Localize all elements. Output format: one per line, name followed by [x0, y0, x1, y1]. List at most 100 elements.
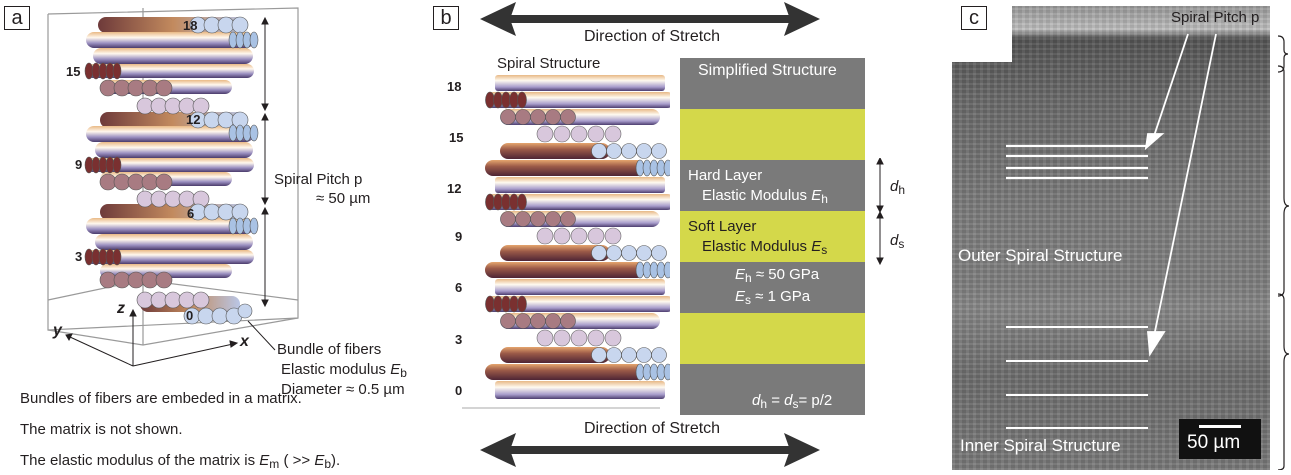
es-sub: s	[745, 293, 752, 307]
fiber-rod	[500, 143, 610, 159]
stretch-label-bottom: Direction of Stretch	[584, 420, 721, 437]
sem-annotations	[1006, 33, 1290, 470]
fiber-end	[636, 245, 652, 261]
layer-number-3: 3	[75, 249, 83, 264]
pitch-pointer-arrows	[1144, 33, 1217, 357]
eh-number: ≈ 50 GPa	[751, 266, 820, 283]
fiber-end	[553, 329, 571, 347]
fiber-end	[517, 193, 527, 211]
fiber-end	[536, 329, 554, 347]
layer-soft-3	[680, 313, 865, 364]
layer-hard-top: Simplified Structure	[680, 58, 865, 109]
b-layer-number-9: 9	[455, 229, 463, 244]
soft-modulus-symbol: E	[811, 238, 822, 255]
fiber-end	[485, 193, 495, 211]
fiber-end	[493, 295, 503, 313]
fiber-ends	[84, 16, 259, 325]
fiber-end	[500, 109, 516, 125]
caption-3-sub2: b	[324, 457, 332, 471]
fiber-end	[606, 245, 622, 261]
hard-modulus-symbol: E	[811, 187, 822, 204]
panel-a-label: a	[4, 6, 30, 30]
fiber-end	[560, 313, 576, 329]
fiber-end	[606, 143, 622, 159]
fiber-end	[509, 295, 519, 313]
fiber-end	[500, 313, 516, 329]
fiber-end	[545, 211, 561, 227]
rel-ds-sub: s	[792, 397, 799, 411]
fiber-end	[636, 347, 652, 363]
fiber-end	[536, 125, 554, 143]
layer-number-18: 18	[183, 18, 198, 33]
caption-3-mid: ( >>	[279, 452, 315, 469]
soft-layer-modulus: Elastic Modulus Es	[702, 238, 827, 257]
bundle-title: Bundle of fibers	[277, 341, 382, 358]
fiber-rod	[485, 160, 645, 176]
fiber-rod	[485, 364, 645, 380]
fiber-end	[604, 329, 622, 347]
stretch-arrows	[480, 2, 820, 467]
hard-modulus-text: Elastic Modulus	[702, 187, 812, 204]
fiber-end	[587, 125, 605, 143]
panel-b-label: b	[433, 6, 459, 30]
fiber-end	[663, 261, 670, 279]
fiber-rod-lengthwise	[495, 177, 665, 193]
b-layer-number-15: 15	[449, 130, 464, 145]
fiber-end	[560, 109, 576, 125]
fiber-end	[485, 295, 495, 313]
es-value: Es ≈ 1 GPa	[735, 288, 810, 307]
layer-soft-1	[680, 109, 865, 160]
ds-label: ds	[890, 232, 904, 251]
fiber-end	[500, 211, 516, 227]
dh-label: dh	[890, 178, 905, 197]
fiber-end	[570, 125, 588, 143]
b-layer-number-12: 12	[447, 181, 462, 196]
fiber-end	[530, 313, 546, 329]
pitch-lines-inner	[1006, 326, 1148, 429]
rel-dh-sub: h	[760, 397, 768, 411]
layer-soft-2: Soft Layer Elastic Modulus Es	[680, 211, 865, 262]
caption-3-symbol: E	[259, 452, 270, 469]
axis-y-label: y	[53, 322, 62, 339]
fiber-end	[591, 143, 607, 159]
ds-sub: s	[898, 237, 905, 251]
bundle-modulus: Elastic modulus Eb	[281, 361, 407, 380]
fiber-end	[517, 295, 527, 313]
caption-3-sub: m	[269, 457, 280, 471]
eh-symbol: E	[735, 266, 746, 283]
fiber-end	[560, 211, 576, 227]
fiber-rod	[485, 296, 670, 312]
fiber-end	[587, 227, 605, 245]
region-braces	[1277, 35, 1290, 470]
layer-hard-2: Hard Layer Elastic Modulus Eh	[680, 160, 865, 211]
ds-symbol: d	[890, 232, 899, 249]
pitch-arrows	[261, 16, 269, 308]
fiber-end	[663, 363, 670, 381]
stretch-arrow-bottom	[480, 433, 820, 467]
fiber-end	[536, 227, 554, 245]
fiber-end	[545, 109, 561, 125]
fiber-rod	[485, 194, 670, 210]
fiber-end	[651, 245, 667, 261]
fiber-end	[604, 227, 622, 245]
b-layer-number-0: 0	[455, 383, 463, 398]
fiber-end	[570, 227, 588, 245]
fiber-end	[515, 313, 531, 329]
fiber-end	[545, 313, 561, 329]
rel-ds-symbol: d	[784, 392, 793, 409]
scale-bar-box: 50 µm	[1179, 419, 1261, 459]
bundle-leader-line	[247, 320, 276, 351]
dh-sub: h	[898, 183, 906, 197]
panel-a-fiber-diagram	[47, 7, 299, 367]
bundle-diameter: Diameter ≈ 0.5 µm	[281, 381, 405, 398]
eh-sub: h	[745, 271, 752, 285]
fiber-end	[501, 295, 511, 313]
soft-modulus-sub: s	[821, 243, 828, 257]
fiber-end	[553, 125, 571, 143]
caption-line-3: The elastic modulus of the matrix is Em …	[20, 452, 340, 471]
hard-modulus-sub: h	[821, 192, 828, 206]
fiber-rod-lengthwise	[495, 279, 665, 295]
fiber-end	[501, 91, 511, 109]
layer-hard-3: Eh ≈ 50 GPa Es ≈ 1 GPa	[680, 262, 865, 313]
inner-spiral-label: Inner Spiral Structure	[960, 436, 1121, 455]
